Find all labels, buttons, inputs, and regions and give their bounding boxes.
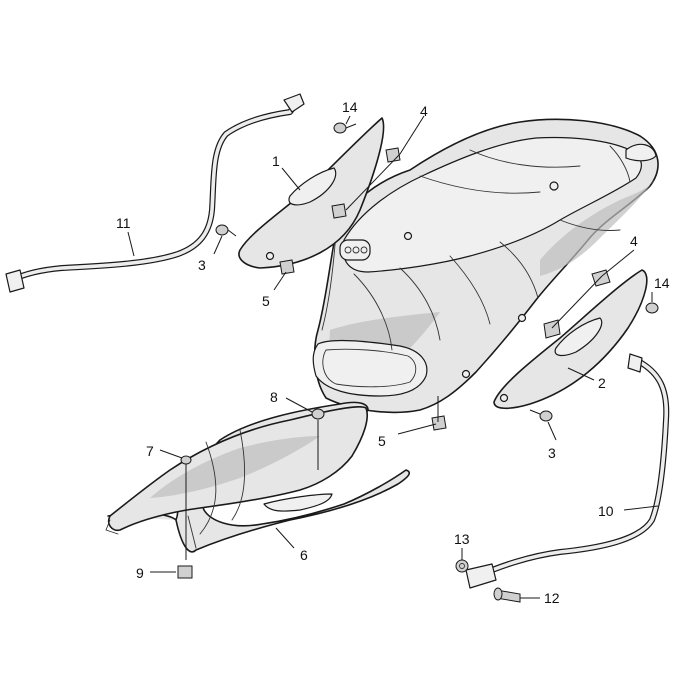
rear-body-cover (312, 118, 659, 414)
right-side-panel (493, 269, 648, 410)
callout-labels: 1 2 3 3 4 4 5 5 6 7 8 9 10 11 12 13 14 1… (116, 99, 670, 606)
screw-8 (311, 408, 325, 470)
under-cover (105, 401, 411, 553)
callout-4-right: 4 (630, 233, 638, 249)
screw-3-left (215, 224, 237, 237)
callout-2: 2 (598, 375, 606, 391)
callout-4-upper: 4 (420, 103, 428, 119)
right-grab-rail (465, 353, 670, 589)
callout-3-right: 3 (548, 445, 556, 461)
callout-7: 7 (146, 443, 154, 459)
nut-13 (455, 559, 469, 573)
screw-7 (180, 455, 192, 560)
callout-3-left: 3 (198, 257, 206, 273)
callout-14-right: 14 (654, 275, 670, 291)
callout-5-right: 5 (378, 433, 386, 449)
callout-9: 9 (136, 565, 144, 581)
callout-5-left: 5 (262, 293, 270, 309)
callout-1: 1 (272, 153, 280, 169)
left-grab-rail (5, 93, 305, 293)
callout-14-left: 14 (342, 99, 358, 115)
bolt-12 (493, 587, 521, 603)
left-side-panel (238, 117, 385, 269)
hardware (177, 122, 659, 603)
callout-6: 6 (300, 547, 308, 563)
nut-5-left (279, 259, 295, 275)
nut-9 (177, 565, 193, 579)
nut-5-right (431, 415, 447, 431)
clip-4-upper-left (331, 147, 401, 219)
screw-14-right (645, 302, 659, 314)
screw-14-left (333, 122, 357, 134)
screw-3-right (529, 409, 553, 422)
callout-13: 13 (454, 531, 470, 547)
leader-lines (127, 115, 659, 599)
callout-12: 12 (544, 590, 560, 606)
callout-11: 11 (116, 215, 131, 231)
callout-8: 8 (270, 389, 278, 405)
callout-10: 10 (598, 503, 614, 519)
